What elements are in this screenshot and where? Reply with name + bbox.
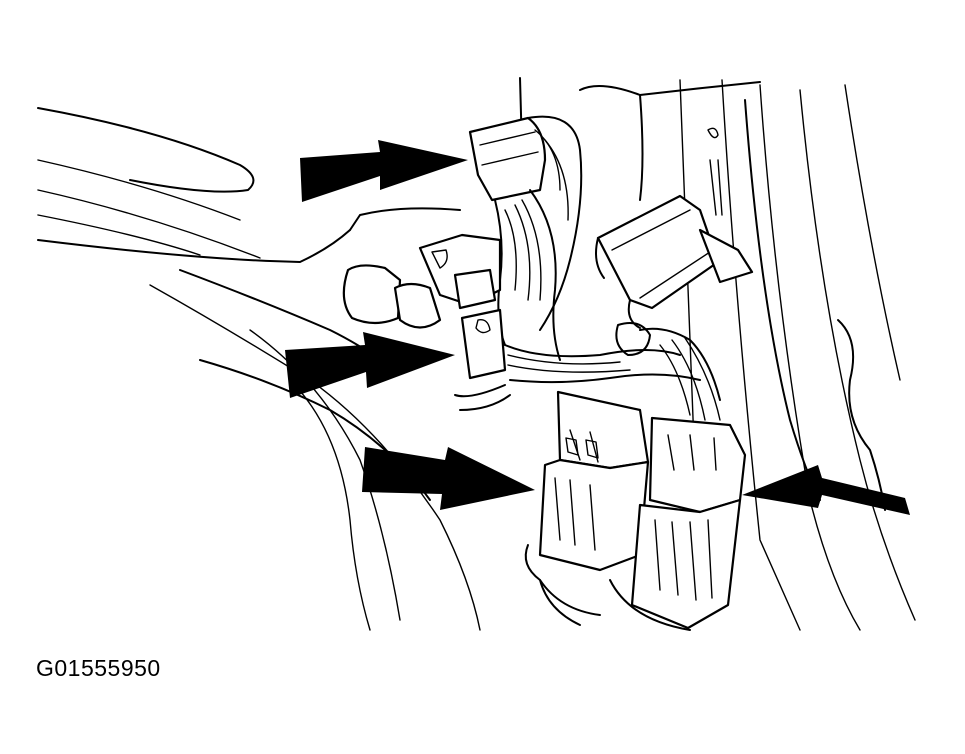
arrow-lower-right bbox=[742, 465, 910, 515]
arrow-lower-left bbox=[362, 447, 535, 510]
right-upper-connector bbox=[595, 194, 754, 329]
upper-connector bbox=[468, 115, 583, 331]
arrow-top bbox=[300, 140, 468, 202]
body-panel-lines bbox=[37, 107, 481, 631]
pointer-arrows bbox=[285, 140, 910, 515]
mounting-bracket bbox=[342, 233, 511, 411]
figure-id-label: G01555950 bbox=[36, 655, 161, 681]
lower-connector-left bbox=[524, 390, 650, 626]
arrow-middle bbox=[285, 332, 455, 398]
lower-connector-right bbox=[609, 416, 747, 631]
